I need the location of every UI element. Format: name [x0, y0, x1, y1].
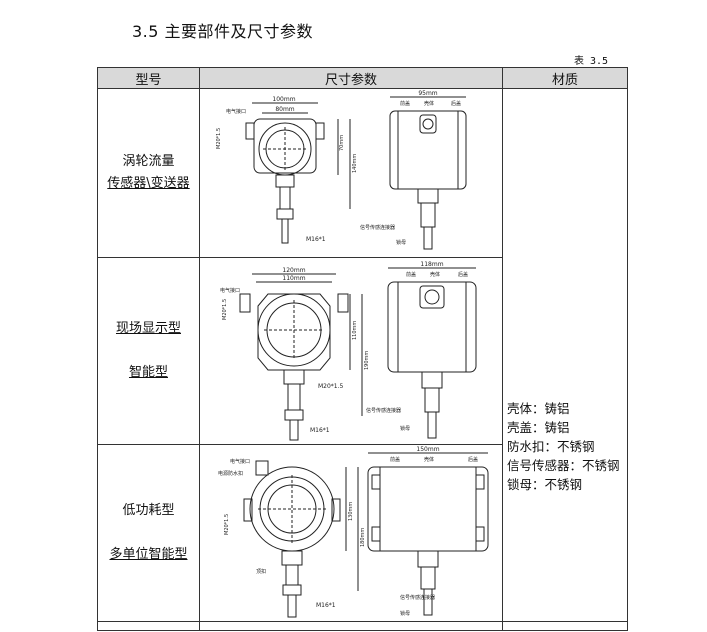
bottom-thread-label: M16*1 — [306, 236, 326, 243]
dimension-table: 型号 尺寸参数 材质 涡轮流量 传感器\变送器 100mm 80mm 电气接口 … — [97, 67, 628, 631]
rear-cover-label: 后盖 — [468, 456, 478, 463]
lowpower-drawing: 电气接口 电源防水扣 M20*1.5 顶扣 M16*1 — [218, 446, 489, 618]
dim-height-2: 180mm — [360, 528, 366, 547]
display-drawing: 120mm 110mm 电气接口 M20*1.5 M20 — [220, 261, 477, 441]
material-list: 壳体：铸铝 壳盖：铸铝 防水扣：不锈钢 信号传感器：不锈钢 锁母：不锈钢 — [507, 399, 627, 494]
dim-height-1: 130mm — [348, 502, 354, 521]
front-view: 100mm 80mm 电气接口 M20*1.5 M16* — [216, 96, 358, 244]
clip-label: 顶扣 — [256, 568, 266, 575]
dim-width-outer: 100mm — [272, 96, 295, 103]
section-heading: 3.5 主要部件及尺寸参数 — [132, 22, 314, 41]
dim-height-2: 140mm — [352, 154, 358, 173]
dim-width-inner: 80mm — [275, 106, 294, 113]
table-row-partial — [97, 621, 628, 631]
dim-height-1: 110mm — [352, 321, 358, 340]
model-name-line2: 智能型 — [128, 365, 168, 380]
model-name-line2: 多单位智能型 — [109, 547, 188, 562]
header-model: 型号 — [97, 67, 200, 89]
nut-label: 锁母 — [400, 610, 410, 617]
port-label: 电气接口 — [220, 287, 240, 294]
rear-cover-label: 后盖 — [458, 271, 468, 278]
connector-label: 信号传感连接器 — [400, 594, 435, 601]
nut-label: 锁母 — [396, 239, 406, 246]
header-row: 型号 尺寸参数 材质 — [97, 67, 628, 89]
table-row: 涡轮流量 传感器\变送器 100mm 80mm 电气接口 M20*1.5 — [97, 88, 628, 622]
mid-thread-label: M20*1.5 — [318, 383, 344, 390]
side-width: 118mm — [420, 261, 443, 268]
model-name-line1: 现场显示型 — [115, 321, 181, 336]
model-cell: 低功耗型 多单位智能型 — [97, 444, 200, 622]
shell-label: 壳体 — [430, 271, 440, 278]
bottom-thread-label: M16*1 — [310, 427, 330, 434]
thread-label: M20*1.5 — [216, 128, 222, 149]
connector-label: 信号传感连接器 — [360, 224, 395, 231]
model-cell: 涡轮流量 传感器\变送器 — [97, 88, 200, 258]
nut-label: 锁母 — [400, 425, 410, 432]
table-row: 低功耗型 多单位智能型 电气接口 电源防水扣 M20*1.5 — [97, 444, 628, 622]
side-view: 95mm 前盖 壳体 后盖 信号传感连接器 锁母 — [360, 90, 467, 250]
front-cover-label: 前盖 — [400, 100, 410, 107]
drawing-cell: 100mm 80mm 电气接口 M20*1.5 M16* — [199, 88, 503, 258]
material-item: 壳体：铸铝 — [507, 401, 570, 416]
port-label: 电气接口 — [230, 458, 250, 465]
material-item: 防水扣：不锈钢 — [507, 439, 595, 454]
header-dims: 尺寸参数 — [199, 67, 503, 89]
front-cover-label: 前盖 — [406, 271, 416, 278]
table-number: 表 3.5 — [574, 56, 609, 67]
header-material: 材质 — [502, 67, 628, 89]
front-cover-label: 前盖 — [390, 456, 400, 463]
table-row: 现场显示型 智能型 120mm 110mm 电气接口 M20*1.5 — [97, 257, 628, 445]
material-cell: 壳体：铸铝 壳盖：铸铝 防水扣：不锈钢 信号传感器：不锈钢 锁母：不锈钢 — [502, 88, 628, 622]
connector-label: 信号传感连接器 — [366, 407, 401, 414]
model-name-line1: 涡轮流量 — [122, 154, 175, 169]
side-view: 150mm 前盖 壳体 后盖 信号传感连接器 锁母 — [367, 446, 489, 617]
front-view: 电气接口 电源防水扣 M20*1.5 顶扣 M16*1 — [218, 458, 366, 618]
side-width: 150mm — [416, 446, 439, 453]
side-view: 118mm 前盖 壳体 后盖 信号传感连接器 锁母 — [366, 261, 477, 439]
port-label: 电气接口 — [226, 108, 246, 115]
dim-width-outer: 120mm — [282, 267, 305, 274]
model-name-line1: 低功耗型 — [122, 503, 175, 518]
dim-width-inner: 110mm — [282, 275, 305, 282]
side-width: 95mm — [418, 90, 437, 97]
thread-label: M20*1.5 — [224, 514, 230, 535]
drawing-cell: 120mm 110mm 电气接口 M20*1.5 M20 — [199, 257, 503, 445]
shell-label: 壳体 — [424, 456, 434, 463]
rear-cover-label: 后盖 — [451, 100, 461, 107]
dim-height-1: 70mm — [339, 135, 345, 151]
cable-label: 电源防水扣 — [218, 470, 243, 477]
thread-label: M20*1.5 — [222, 299, 228, 320]
drawing-cell: 电气接口 电源防水扣 M20*1.5 顶扣 M16*1 — [199, 444, 503, 622]
model-name-line2: 传感器\变送器 — [107, 176, 190, 191]
turbine-drawing: 100mm 80mm 电气接口 M20*1.5 M16* — [216, 90, 467, 250]
material-item: 信号传感器：不锈钢 — [507, 458, 620, 473]
shell-label: 壳体 — [424, 100, 434, 107]
material-item: 壳盖：铸铝 — [507, 420, 570, 435]
bottom-thread-label: M16*1 — [316, 602, 336, 609]
model-cell: 现场显示型 智能型 — [97, 257, 200, 445]
front-view: 120mm 110mm 电气接口 M20*1.5 M20 — [220, 267, 370, 441]
material-item: 锁母：不锈钢 — [507, 477, 583, 492]
dim-height-2: 190mm — [364, 351, 370, 370]
